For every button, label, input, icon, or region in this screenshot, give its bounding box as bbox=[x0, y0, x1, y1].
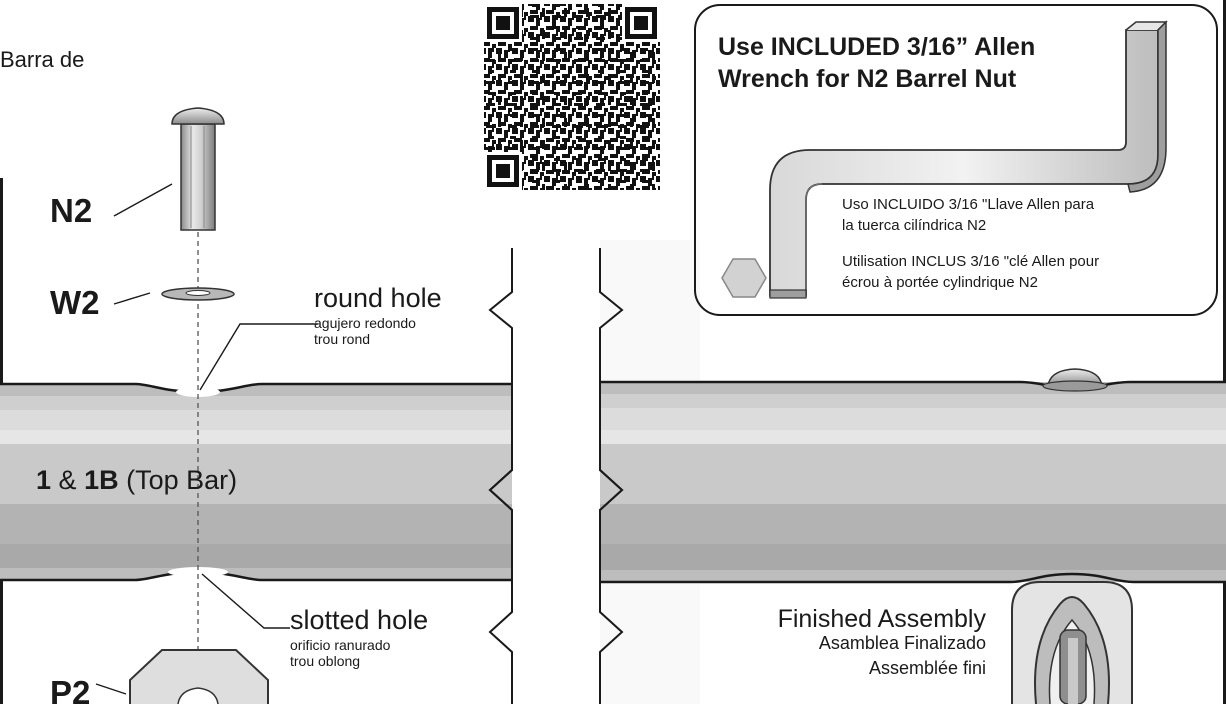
top-bar-num-1b: 1B bbox=[84, 465, 119, 495]
allen-wrench-panel bbox=[694, 4, 1218, 316]
allen-wrench-icon bbox=[769, 20, 1168, 299]
wrench-panel-title-line2: Wrench for N2 Barrel Nut bbox=[718, 65, 1017, 93]
finished-bolt-head bbox=[1042, 368, 1108, 392]
qr-code-icon bbox=[484, 4, 660, 190]
finished-assembly-label-es: Asamblea Finalizado bbox=[818, 633, 986, 653]
wrench-panel-fr-line1: Utilisation INCLUS 3/16 "clé Allen pour bbox=[842, 253, 1100, 270]
slotted-hole-label: slotted hole bbox=[290, 605, 429, 635]
top-bar-left bbox=[0, 382, 512, 582]
top-bar-num-1: 1 bbox=[36, 465, 52, 495]
wrench-panel-es-line2: la tuerca cilíndrica N2 bbox=[842, 217, 987, 234]
wrench-panel-es-line1: Uso INCLUIDO 3/16 "Llave Allen para bbox=[842, 196, 1095, 213]
finished-assembly-label-fr: Assemblée fini bbox=[868, 658, 986, 678]
round-hole-label: round hole bbox=[314, 283, 442, 313]
n2-barrel-nut bbox=[171, 107, 225, 231]
round-hole-label-fr: trou rond bbox=[314, 331, 371, 347]
top-bar-label: 1 & 1B (Top Bar) bbox=[36, 466, 237, 494]
round-hole-label-es: agujero redondo bbox=[314, 315, 416, 331]
top-bar-right bbox=[600, 380, 1226, 584]
header-fragment: Barra de bbox=[0, 47, 85, 72]
part-label-n2: N2 bbox=[50, 192, 93, 229]
p2-plate bbox=[129, 649, 269, 704]
leader-lines bbox=[95, 183, 318, 695]
slotted-hole-label-fr: trou oblong bbox=[290, 653, 361, 669]
part-label-p2: P2 bbox=[50, 674, 91, 704]
top-bar-ampersand: & bbox=[58, 465, 77, 495]
wrench-panel-fr-line2: écrou à portée cylindrique N2 bbox=[842, 274, 1038, 291]
slotted-hole-label-es: orificio ranurado bbox=[290, 637, 391, 653]
finished-assembly-label: Finished Assembly bbox=[777, 605, 986, 633]
part-label-w2: W2 bbox=[50, 284, 100, 321]
wrench-panel-title-line1: Use INCLUDED 3/16” Allen bbox=[718, 33, 1036, 61]
hex-nut-icon bbox=[721, 258, 767, 298]
top-bar-description: (Top Bar) bbox=[126, 465, 238, 495]
finished-bracket bbox=[1011, 581, 1133, 704]
w2-washer bbox=[161, 287, 235, 301]
